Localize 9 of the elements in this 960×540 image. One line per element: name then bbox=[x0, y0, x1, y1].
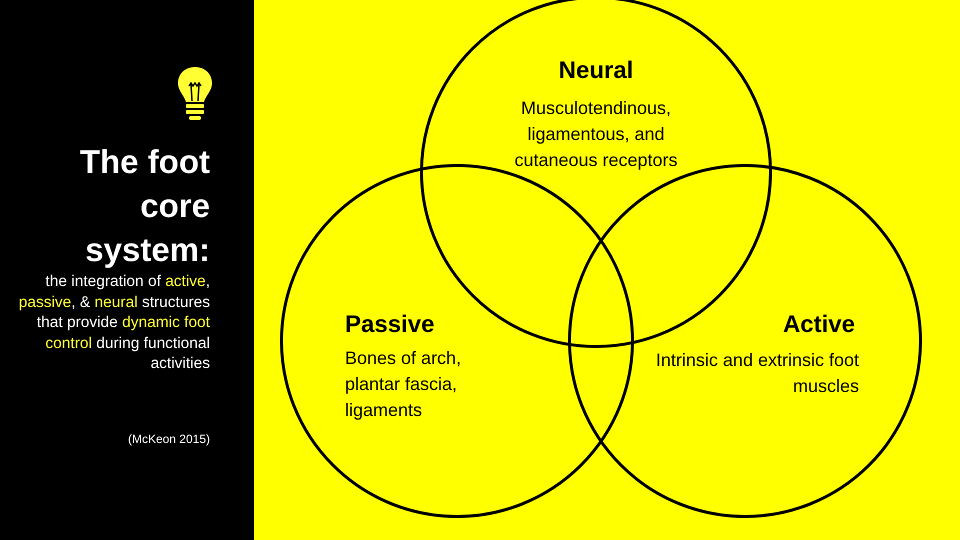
citation-text: (McKeon 2015) bbox=[126, 432, 210, 446]
description-text: the integration of active, passive, & neural structures that provide dynamic foot control during functional activities bbox=[18, 272, 210, 374]
title-heading: The foot core system: bbox=[78, 142, 210, 270]
circle-heading: Neural bbox=[558, 57, 634, 85]
circle-description: Bones of arch, plantar fascia, ligaments bbox=[345, 347, 462, 422]
circle-heading: Active bbox=[782, 311, 855, 339]
circle-description: Musculotendinous, ligamentous, and cutaneous receptors bbox=[513, 97, 679, 172]
circle-heading: Passive bbox=[345, 311, 434, 339]
circle-description: Intrinsic and extrinsic foot muscles bbox=[654, 349, 859, 398]
